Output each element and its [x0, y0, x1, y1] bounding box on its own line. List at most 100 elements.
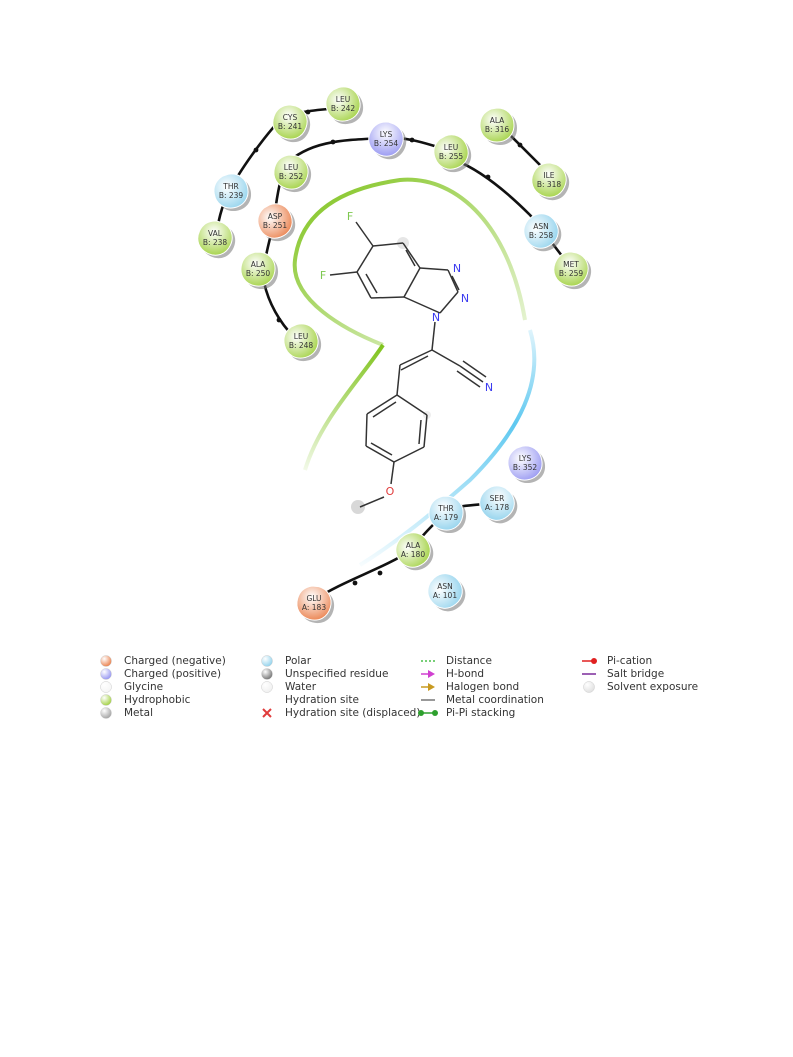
atom-oxygen: O: [386, 485, 395, 498]
backbone-leu255-ile318-asn258-met259: [454, 158, 573, 269]
residue-shape-hydrophobic: [433, 134, 469, 170]
legend-ball-icon: [100, 681, 112, 693]
residue-shape-hydrophobic: [197, 220, 233, 256]
residue-number: B: 251: [263, 221, 288, 230]
legend-dot-icon: [591, 658, 597, 664]
legend-label: Distance: [446, 655, 492, 667]
residue-number: B: 241: [278, 122, 303, 131]
bond: [400, 355, 429, 371]
atom-nitrogen-triazole-1: N: [432, 311, 440, 324]
bond: [419, 267, 449, 271]
residue-shape-hydrophobic: [283, 323, 319, 359]
legend-item: Glycine: [100, 681, 163, 693]
ligand: [329, 221, 487, 514]
residue-shape-hydrophobic: [553, 251, 589, 287]
residue-number: B: 259: [559, 269, 584, 278]
legend-label: Salt bridge: [607, 668, 664, 680]
legend-label: Charged (negative): [124, 655, 226, 667]
bond: [418, 419, 422, 445]
residue-name: ALA: [490, 116, 505, 125]
dot: [377, 570, 383, 576]
solvent-exposure-ome: [351, 500, 365, 514]
residue-number: A: 180: [401, 550, 425, 559]
residue-shape-polar: [427, 573, 463, 609]
residue-name: ASN: [533, 222, 549, 231]
legend-ball-icon: [261, 681, 273, 693]
legend-label: Hydration site (displaced): [285, 707, 420, 719]
residue-shape-positive: [368, 121, 404, 157]
residue-shape-hydrophobic: [479, 107, 515, 143]
residue-number: A: 178: [485, 503, 509, 512]
residue-name: LEU: [444, 143, 458, 152]
atom-fluorine-2: F: [320, 269, 326, 282]
bond: [329, 271, 358, 276]
pocket-green-upper: [292, 177, 527, 347]
residue-number: B: 242: [331, 104, 356, 113]
residue-shape-polar: [479, 485, 515, 521]
legend-label: Metal coordination: [446, 694, 544, 706]
legend-item: Pi-cation: [582, 655, 652, 667]
legend-item: Unspecified residue: [261, 668, 388, 680]
pocket-outline: [292, 177, 537, 567]
dot: [253, 147, 259, 153]
bond: [462, 360, 487, 378]
legend-arrowhead-icon: [428, 670, 435, 678]
residue-name: LYS: [519, 454, 532, 463]
bond: [456, 370, 481, 388]
legend-label: Unspecified residue: [285, 668, 388, 680]
pocket-blue: [358, 329, 537, 567]
bond: [431, 321, 436, 351]
bond: [431, 349, 461, 367]
legend-label: Charged (positive): [124, 668, 221, 680]
legend-item: Distance: [421, 655, 492, 667]
bond: [405, 249, 416, 267]
residue-name: THR: [437, 504, 453, 513]
residue-shape-polar: [428, 495, 464, 531]
atom-nitrogen-triazole-3: N: [453, 262, 461, 275]
legend-ball-icon: [261, 655, 273, 667]
residue-number: A: 101: [433, 591, 457, 600]
legend-label: H-bond: [446, 668, 484, 680]
dot: [330, 139, 336, 145]
bond: [396, 394, 428, 416]
bond: [447, 269, 459, 293]
dot: [409, 137, 415, 143]
legend-item: H-bond: [421, 668, 484, 680]
bond: [370, 442, 393, 456]
residue-name: ALA: [406, 541, 421, 550]
residue-name: LEU: [294, 332, 308, 341]
residue-shape-negative: [257, 203, 293, 239]
legend-ball-icon: [583, 681, 595, 693]
residue-number: B: 248: [289, 341, 314, 350]
legend-label: Halogen bond: [446, 681, 519, 693]
residue-shape-polar: [213, 173, 249, 209]
residue-name: LYS: [380, 130, 393, 139]
residue-shape-hydrophobic: [531, 162, 567, 198]
backbone-glu183-ala180-thr179-ser178: [313, 501, 495, 602]
residue-number: B: 316: [485, 125, 510, 134]
residue-number: B: 318: [537, 180, 562, 189]
residue-number: A: 179: [434, 513, 458, 522]
legend-item: Charged (negative): [100, 655, 226, 667]
bond: [403, 296, 441, 314]
residue-number: B: 258: [529, 231, 554, 240]
legend-cross-icon: [262, 708, 272, 718]
dot: [305, 109, 311, 115]
residue-name: MET: [563, 260, 579, 269]
residue-shape-hydrophobic: [273, 154, 309, 190]
dot: [276, 317, 282, 323]
legend-item: Metal coordination: [421, 694, 544, 706]
